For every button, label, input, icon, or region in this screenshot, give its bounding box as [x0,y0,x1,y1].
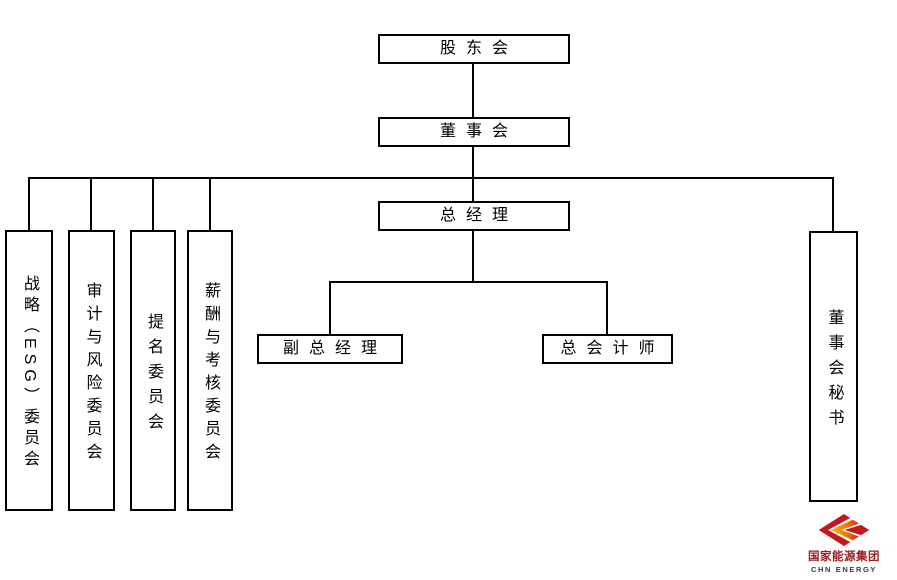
connector-gm-branch-rail [329,281,608,283]
connector-gm-branch [472,230,474,282]
node-board-secretary-label: 董事会秘书 [825,308,843,434]
company-name-cn: 国家能源集团 [808,551,880,563]
node-shareholders-meeting: 股东会 [378,34,570,64]
connector-shareholders-board [472,63,474,118]
node-board-secretary: 董事会秘书 [809,231,858,502]
node-deputy-general-manager: 副总经理 [257,334,403,364]
connector-drop-board-secretary [832,177,834,231]
node-board-label: 董事会 [439,123,518,140]
node-general-manager: 总经理 [378,201,570,231]
node-chief-accountant-label: 总会计师 [560,340,665,357]
node-nomination-label: 提名委员会 [145,312,162,438]
node-nomination-committee: 提名委员会 [130,230,176,511]
node-gm-label: 总经理 [439,207,518,224]
connector-drop-chief-accountant [606,281,608,334]
node-strategy-esg-committee: 战略（ESG）委员会 [5,230,53,511]
connector-drop-nomination [152,177,154,230]
node-deputy-gm-label: 副总经理 [282,340,387,357]
node-remuneration-label: 薪酬与考核委员会 [202,282,219,466]
connector-drop-remuneration [209,177,211,230]
node-strategy-esg-label: 战略（ESG）委员会 [21,275,38,471]
node-audit-risk-label: 审计与风险委员会 [83,282,101,466]
chn-energy-logo-icon [818,514,870,546]
connector-board-branch-rail [29,177,834,179]
company-logo: 国家能源集团 CHN ENERGY [806,513,882,574]
connector-drop-deputy-gm [329,281,331,334]
company-name-en: CHN ENERGY [810,565,877,574]
node-chief-accountant: 总会计师 [542,334,673,364]
node-shareholders-label: 股东会 [439,40,518,57]
connector-drop-audit-risk [90,177,92,230]
connector-drop-strategy-esg [28,177,30,230]
node-board-of-directors: 董事会 [378,117,570,147]
connector-board-gm [472,146,474,202]
node-remuneration-appraisal-committee: 薪酬与考核委员会 [187,230,233,511]
node-audit-risk-committee: 审计与风险委员会 [68,230,115,511]
